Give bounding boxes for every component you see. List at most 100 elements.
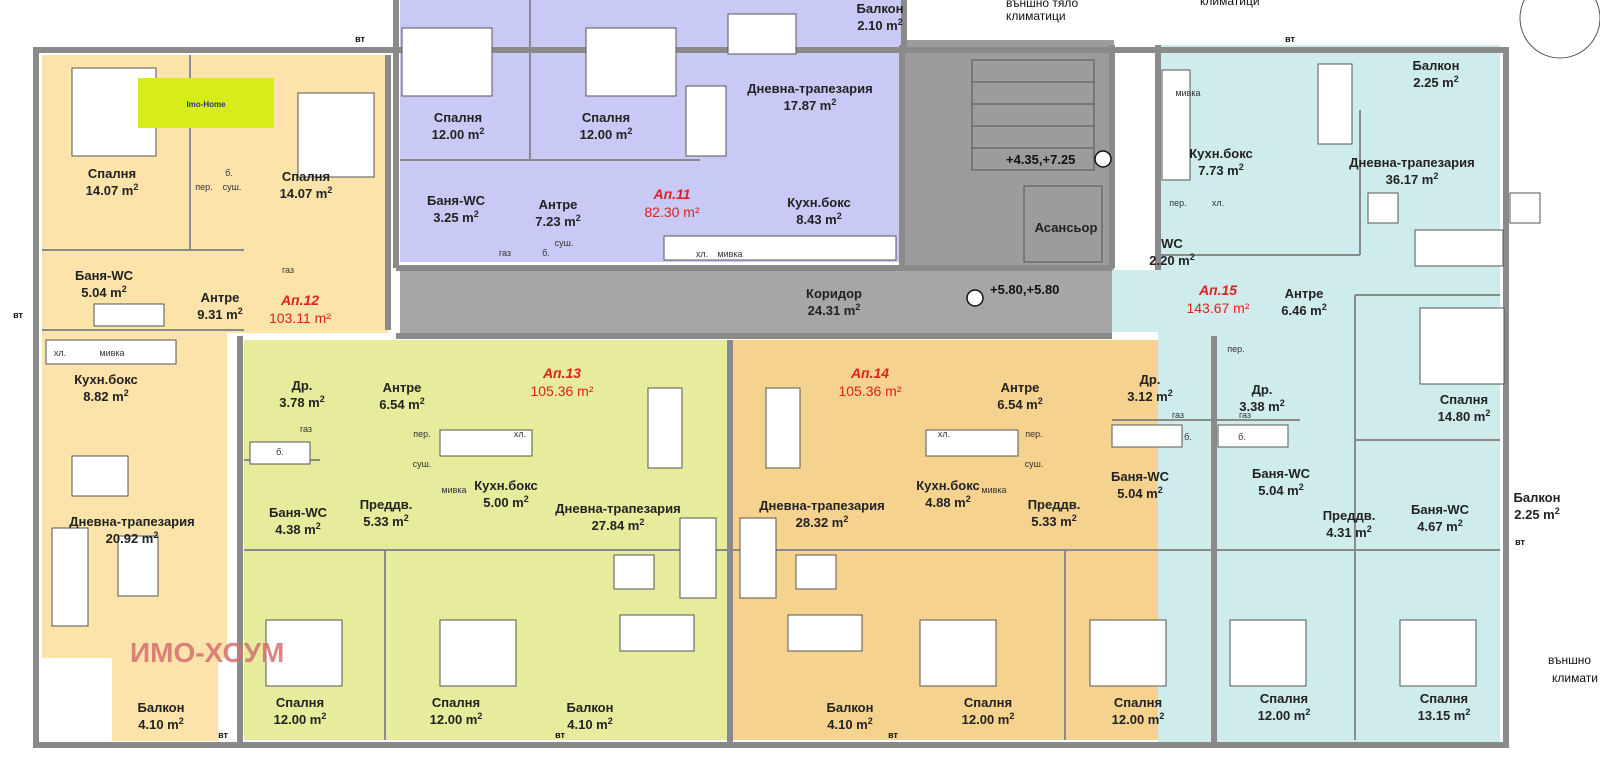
- apt15-zone-entry: [1112, 270, 1162, 332]
- gas-label: газ: [282, 265, 294, 275]
- fridge-label: хл.: [1212, 198, 1224, 208]
- room-name: Дневна-трапезария: [747, 81, 872, 96]
- room-name: Балкон: [1514, 490, 1561, 505]
- apartment-area: 82.30 m²: [644, 204, 700, 220]
- room-area: 2.25 m2: [1514, 506, 1560, 522]
- room-area: 14.07 m2: [86, 182, 139, 198]
- room-name: Антре: [383, 380, 422, 395]
- room-name: Баня-WC: [269, 505, 328, 520]
- room-name: Антре: [539, 197, 578, 212]
- room-name: Спалня: [434, 110, 482, 125]
- coffee-table: [613, 554, 655, 590]
- dryer-label: суш.: [413, 459, 432, 469]
- pantry-label: пер.: [195, 182, 212, 192]
- kitchen-counter: [45, 339, 177, 365]
- compass-arc: [1519, 0, 1600, 59]
- room-area: 14.07 m2: [280, 185, 333, 201]
- ac-note: климатици: [1006, 9, 1066, 23]
- watermark: ИМО-ХОУМ: [130, 637, 284, 668]
- room-name: Преддв.: [1028, 497, 1081, 512]
- bed: [1089, 619, 1167, 687]
- room-area: 12.00 m2: [274, 711, 327, 727]
- sink-label: мивка: [99, 348, 124, 358]
- kitchen-counter: [1161, 69, 1191, 181]
- sink-label: мивка: [441, 485, 466, 495]
- apt12-balcony: [112, 655, 218, 741]
- logo-text: Imo-Home: [186, 100, 226, 109]
- room-area: 17.87 m2: [784, 97, 837, 113]
- bed: [585, 27, 677, 97]
- sofa: [685, 85, 727, 157]
- room-area: 4.10 m2: [138, 716, 184, 732]
- brand-logo: Imo-Home: [138, 78, 274, 128]
- room-name: Др.: [292, 378, 313, 393]
- room-area: 3.25 m2: [433, 209, 479, 225]
- room-name: Асансьор: [1035, 220, 1098, 235]
- room-area: 9.31 m2: [197, 306, 243, 322]
- bath-fixture: [93, 303, 165, 327]
- vt-label: вт: [355, 34, 365, 44]
- level-label: +4.35,+7.25: [1006, 152, 1075, 167]
- room-name: Спалня: [582, 110, 630, 125]
- apartment-name: Ап.11: [652, 186, 690, 202]
- room-name: Преддв.: [1323, 508, 1376, 523]
- boiler-label: б.: [1238, 432, 1246, 442]
- bed: [1229, 619, 1307, 687]
- pantry-label: пер.: [1025, 429, 1042, 439]
- apartment-name: Ап.14: [850, 365, 889, 381]
- boiler-label: б.: [276, 447, 284, 457]
- dining-table: [71, 455, 129, 497]
- logo-background: [138, 78, 274, 128]
- room-name: Балкон: [827, 700, 874, 715]
- vt-label: вт: [555, 730, 565, 740]
- gas-label: газ: [1239, 410, 1251, 420]
- room-area: 12.00 m2: [1258, 707, 1311, 723]
- room-area: 2.10 m2: [857, 17, 903, 33]
- dining-table: [1317, 63, 1353, 145]
- room-area: 20.92 m2: [106, 530, 159, 546]
- apartment-area: 103.11 m²: [269, 310, 331, 326]
- armchair: [1367, 192, 1399, 224]
- room-name: Др.: [1252, 382, 1273, 397]
- room-name: Спалня: [432, 695, 480, 710]
- room-area: 6.46 m2: [1281, 302, 1327, 318]
- room-area: 3.38 m2: [1239, 398, 1285, 414]
- room-name: Дневна-трапезария: [555, 501, 680, 516]
- dining-table: [647, 387, 683, 469]
- sofa: [51, 527, 89, 627]
- level-label: +5.80,+5.80: [990, 282, 1059, 297]
- room-name: Спалня: [282, 169, 330, 184]
- room-name: Дневна-трапезария: [69, 514, 194, 529]
- room-area: 5.04 m2: [1117, 485, 1163, 501]
- apartment-area: 105.36 m²: [838, 383, 901, 399]
- room-area: 12.00 m2: [1112, 711, 1165, 727]
- coffee-table: [795, 554, 837, 590]
- room-area: 4.67 m2: [1417, 518, 1463, 534]
- room-area: 3.12 m2: [1127, 388, 1173, 404]
- vt-label: вт: [888, 730, 898, 740]
- room-name: Др.: [1140, 372, 1161, 387]
- stair-flight: [971, 59, 1095, 171]
- room-area: 12.00 m2: [430, 711, 483, 727]
- room-name: Спалня: [1260, 691, 1308, 706]
- fridge-label: хл.: [938, 429, 950, 439]
- fridge-label: хл.: [54, 348, 66, 358]
- bed: [401, 27, 493, 97]
- apartment-name: Ап.12: [280, 292, 319, 308]
- room-name: Балкон: [857, 1, 904, 16]
- room-name: Кухн.бокс: [1189, 146, 1253, 161]
- room-name: Кухн.бокс: [787, 195, 851, 210]
- fridge-label: хл.: [696, 249, 708, 259]
- sofa: [619, 614, 695, 652]
- room-name: Спалня: [1114, 695, 1162, 710]
- kitchen-counter: [439, 429, 533, 457]
- room-area: 7.73 m2: [1198, 162, 1244, 178]
- corridor-zone: [400, 270, 1112, 334]
- room-area: 6.54 m2: [997, 396, 1043, 412]
- room-area: 24.31 m2: [808, 302, 861, 318]
- kitchen-counter: [663, 235, 897, 261]
- room-area: 7.23 m2: [535, 213, 581, 229]
- room-area: 4.38 m2: [275, 521, 321, 537]
- room-name: WC: [1161, 236, 1183, 251]
